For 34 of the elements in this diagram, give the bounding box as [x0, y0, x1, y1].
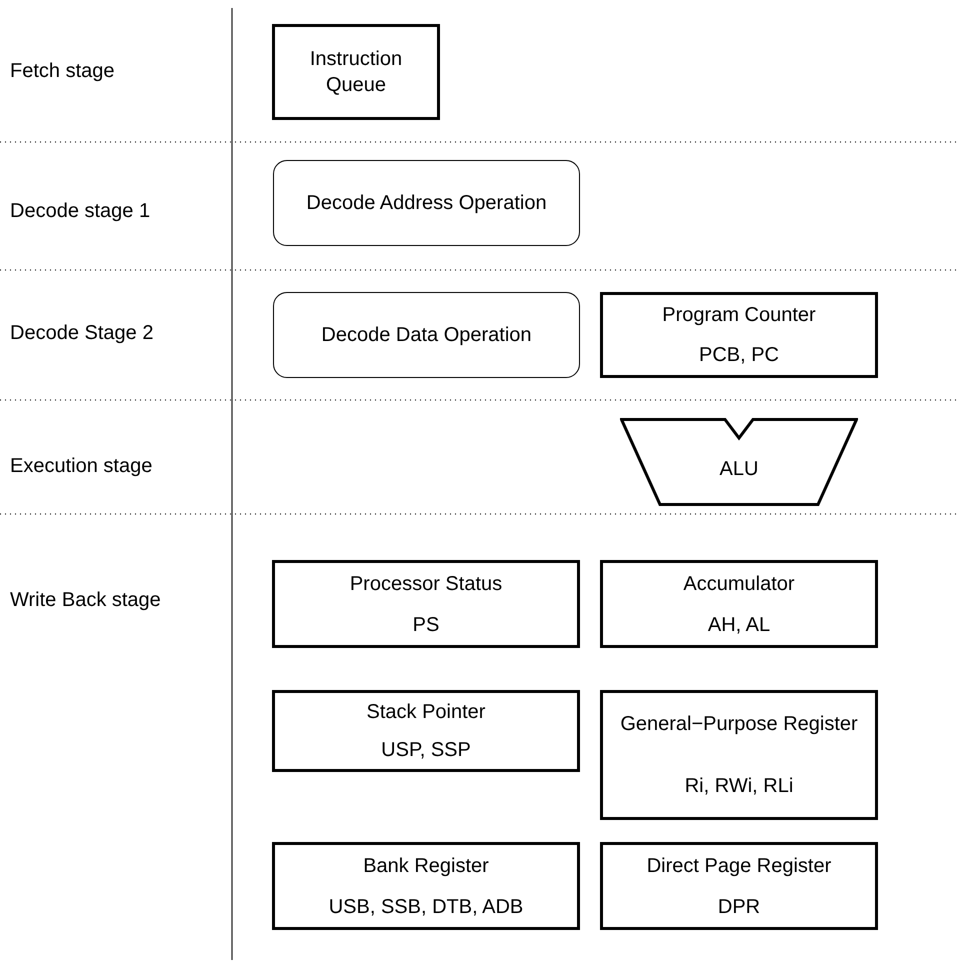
- register-names: AH, AL: [708, 612, 770, 638]
- box-title: ALU: [720, 457, 758, 482]
- register-box: [272, 560, 580, 648]
- register-box: [600, 690, 878, 820]
- alu-shape: [620, 418, 858, 506]
- register-names: DPR: [718, 894, 760, 920]
- box-title: Stack Pointer: [366, 700, 486, 725]
- stage-label: Decode Stage 2: [10, 322, 154, 345]
- register-box: [600, 292, 878, 378]
- register-names: PCB, PC: [698, 343, 780, 368]
- box-title: General−Purpose Register: [620, 712, 858, 737]
- stage-label: Write Back stage: [10, 589, 161, 612]
- box-title: Processor Status: [350, 572, 502, 596]
- queue-box: [272, 24, 440, 120]
- stage-label: Execution stage: [10, 455, 152, 478]
- register-names: USB, SSB, DTB, ADB: [328, 894, 524, 920]
- stage-label: Decode stage 1: [10, 200, 150, 223]
- box-title: Instruction Queue: [308, 47, 404, 98]
- box-title: Bank Register: [363, 854, 489, 878]
- stage-label: Fetch stage: [10, 60, 115, 83]
- register-names: Ri, RWi, RLi: [684, 774, 794, 799]
- decode-box: [273, 292, 580, 378]
- box-title: Decode Address Operation: [306, 191, 547, 216]
- register-box: [272, 842, 580, 930]
- register-box: [600, 560, 878, 648]
- box-title: Direct Page Register: [646, 854, 832, 878]
- box-title: Program Counter: [662, 303, 816, 328]
- decode-box: [273, 160, 580, 246]
- register-box: [600, 842, 878, 930]
- register-names: PS: [412, 612, 440, 638]
- register-box: [272, 690, 580, 772]
- box-title: Decode Data Operation: [321, 323, 532, 348]
- box-title: Accumulator: [683, 572, 795, 596]
- register-names: USP, SSP: [381, 738, 471, 763]
